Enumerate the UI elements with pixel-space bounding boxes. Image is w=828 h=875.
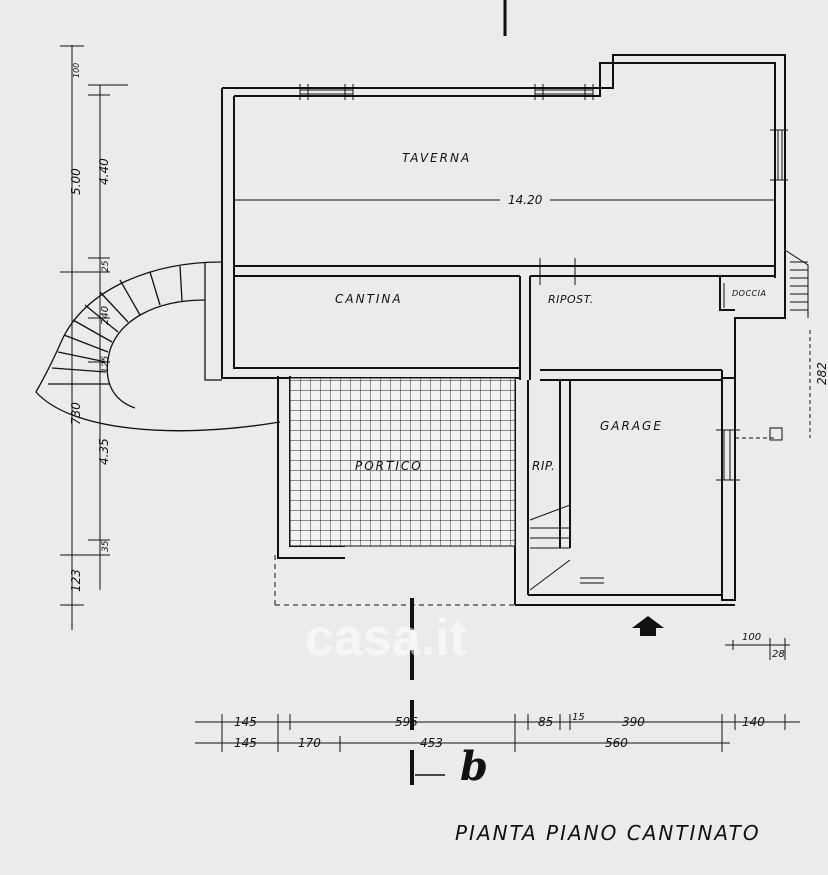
dim-left-440: 4.40 xyxy=(97,158,111,185)
dim-right-282: 282 xyxy=(815,362,828,385)
taverna-width-dim: 14.20 xyxy=(508,193,543,207)
dim-row2-1: 170 xyxy=(298,736,321,750)
dim-row2-2: 453 xyxy=(420,736,443,750)
room-ripost-label: RIPOST. xyxy=(548,293,594,306)
dim-left-100: 100 xyxy=(72,63,81,78)
room-doccia-label: DOCCIA xyxy=(732,289,766,298)
outline-dashed xyxy=(274,555,515,606)
dim-left-25: 25 xyxy=(101,260,111,272)
bottom-dimension-lines xyxy=(195,714,800,752)
dim-left-435: 4.35 xyxy=(97,438,111,465)
internal-stair xyxy=(529,504,604,591)
scale-reference xyxy=(725,638,790,660)
dim-left-35: 35 xyxy=(101,540,111,552)
dim-left-730: 730 xyxy=(69,402,83,425)
left-dimension-labels: 5.00 4.40 100 25 240 125 730 4.35 35 123… xyxy=(69,63,828,592)
dim-left-240: 240 xyxy=(100,306,111,325)
dim-left-125: 125 xyxy=(101,356,111,373)
dim-left-500: 5.00 xyxy=(69,168,83,195)
portico-floor xyxy=(289,377,516,547)
dim-row1-5: 140 xyxy=(742,715,765,729)
watermark: casa.it xyxy=(305,609,467,667)
scale-28: 28 xyxy=(772,649,785,660)
room-cantina-label: CANTINA xyxy=(335,292,403,306)
room-garage-label: GARAGE xyxy=(600,419,663,433)
windows xyxy=(299,84,788,481)
scale-100: 100 xyxy=(742,632,761,643)
dim-row1-3: 15 xyxy=(572,712,585,723)
dim-row1-1: 595 xyxy=(395,715,418,729)
left-dimension-chains xyxy=(60,45,128,630)
dim-row1-4: 390 xyxy=(622,715,645,729)
dim-row2-0: 145 xyxy=(234,736,257,750)
entrance-arrow-icon xyxy=(632,616,664,636)
room-taverna-label: TAVERNA xyxy=(402,151,471,165)
dim-row1-0: 145 xyxy=(234,715,257,729)
section-mark: b xyxy=(460,743,488,790)
bottom-dimension-labels: 145 595 85 15 390 140 145 170 453 560 xyxy=(234,712,765,750)
room-rip-label: RIP. xyxy=(532,459,555,473)
dim-left-123: 123 xyxy=(69,569,83,592)
external-stair-right xyxy=(735,249,811,441)
drawing-title: PIANTA PIANO CANTINATO xyxy=(455,821,761,845)
dim-row1-2: 85 xyxy=(538,715,553,729)
room-portico-label: PORTICO xyxy=(355,459,423,473)
dim-row2-3: 560 xyxy=(605,736,628,750)
